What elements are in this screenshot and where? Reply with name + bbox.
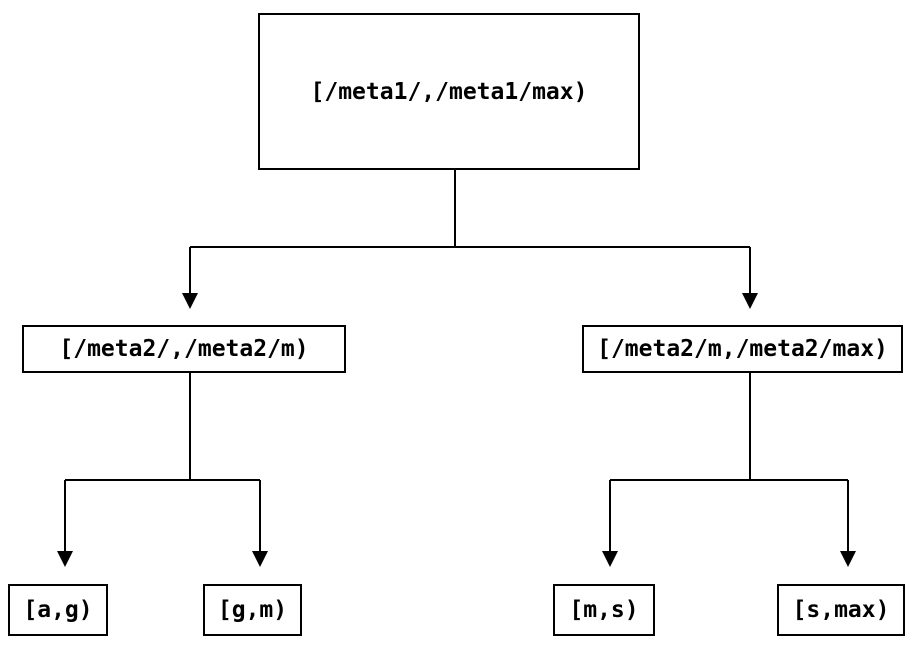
node-leaf-smax-label: [s,max) bbox=[792, 597, 890, 623]
edge-right-to-leaves bbox=[602, 373, 856, 567]
node-leaf-ms: [m,s) bbox=[553, 584, 655, 636]
arrowhead-left-child bbox=[182, 293, 198, 309]
node-leaf-ag: [a,g) bbox=[8, 584, 108, 636]
arrowhead-leaf-gm bbox=[252, 551, 268, 567]
node-right-child-label: [/meta2/m,/meta2/max) bbox=[597, 336, 888, 362]
arrowhead-leaf-smax bbox=[840, 551, 856, 567]
node-leaf-smax: [s,max) bbox=[777, 584, 905, 636]
node-leaf-gm-label: [g,m) bbox=[217, 597, 288, 623]
node-left-child: [/meta2/,/meta2/m) bbox=[22, 325, 346, 373]
arrowhead-leaf-ag bbox=[57, 551, 73, 567]
arrowhead-leaf-ms bbox=[602, 551, 618, 567]
edge-left-to-leaves bbox=[57, 373, 268, 567]
node-root-label: [/meta1/,/meta1/max) bbox=[310, 78, 588, 105]
node-leaf-gm: [g,m) bbox=[203, 584, 302, 636]
node-leaf-ag-label: [a,g) bbox=[23, 597, 93, 623]
arrowhead-right-child bbox=[742, 293, 758, 309]
node-root: [/meta1/,/meta1/max) bbox=[258, 13, 640, 170]
node-leaf-ms-label: [m,s) bbox=[569, 597, 639, 623]
node-left-child-label: [/meta2/,/meta2/m) bbox=[59, 336, 309, 362]
edge-root-to-children bbox=[182, 170, 758, 309]
node-right-child: [/meta2/m,/meta2/max) bbox=[582, 325, 903, 373]
